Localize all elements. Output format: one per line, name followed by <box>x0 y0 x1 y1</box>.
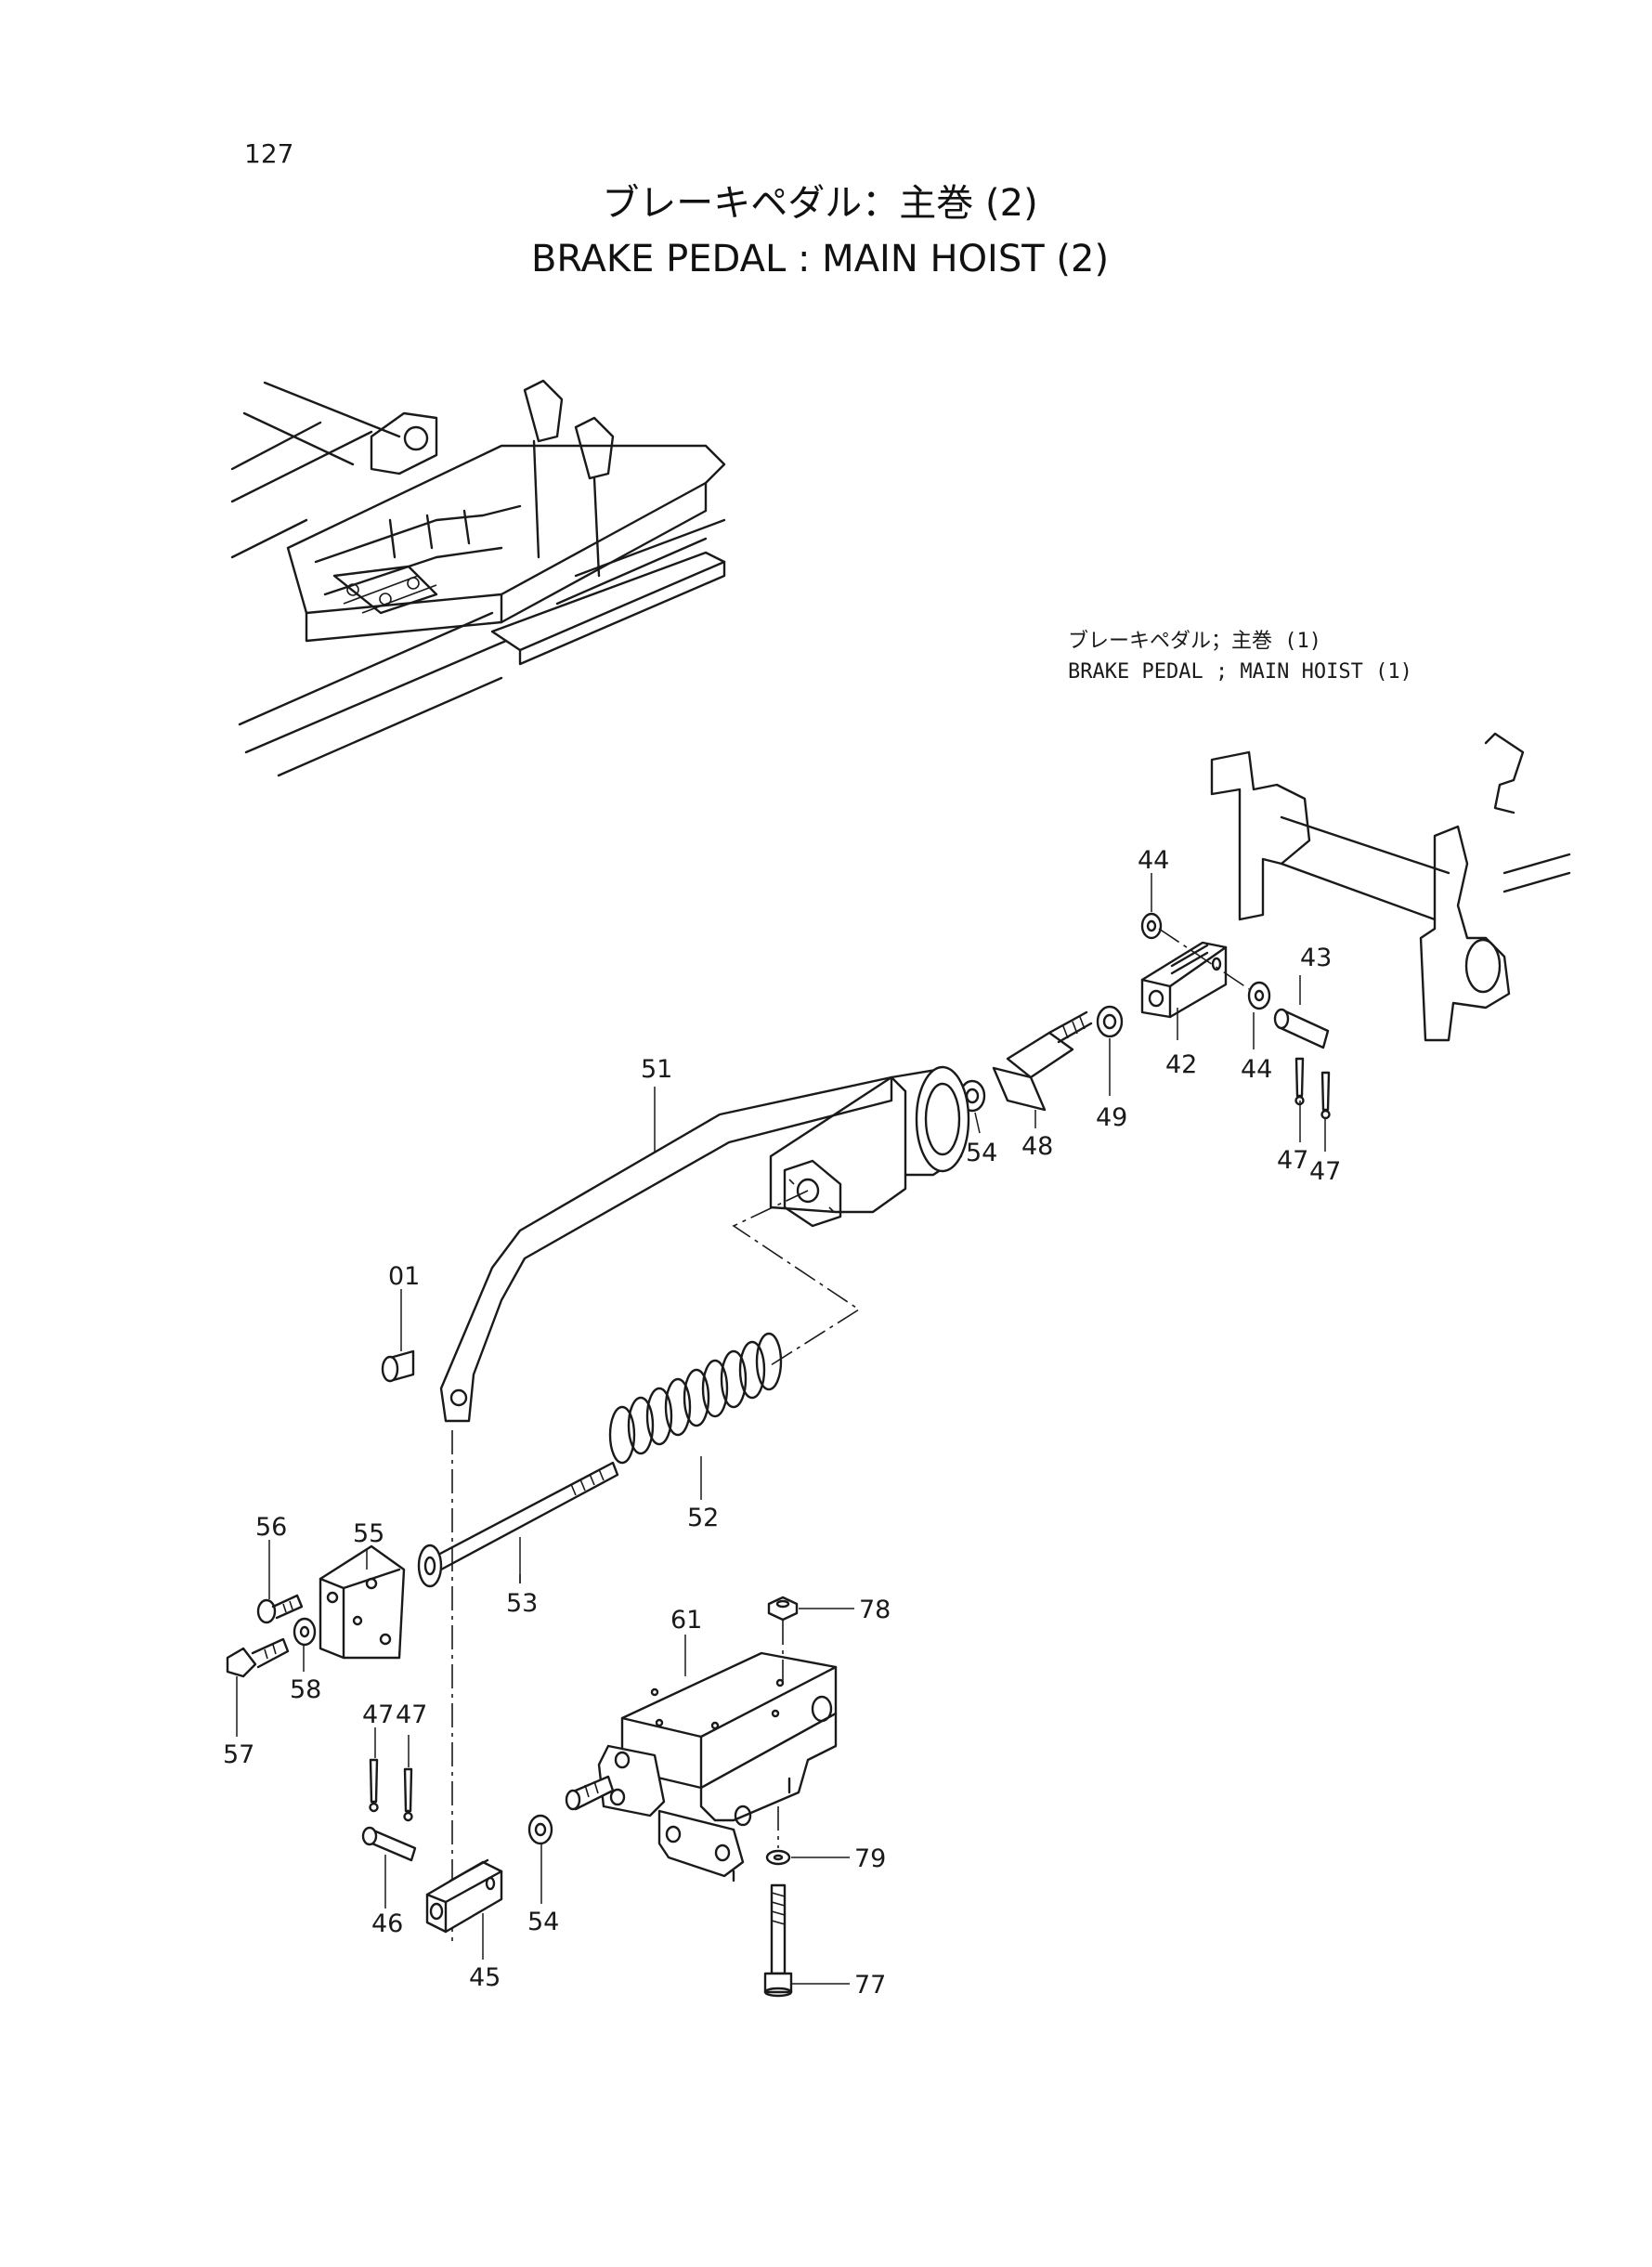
rod-end-48 <box>992 1010 1093 1112</box>
label-48: 48 <box>1021 1132 1053 1161</box>
part-labels: 44 43 42 44 47 47 49 48 54 51 01 52 55 5… <box>223 846 1341 2000</box>
label-43: 43 <box>1300 944 1332 972</box>
cotter-pins-47-left <box>369 1758 413 1822</box>
label-47-b: 47 <box>1309 1157 1341 1186</box>
pedal-lever-51 <box>439 1065 970 1423</box>
nut-78 <box>767 1596 799 1622</box>
label-78: 78 <box>859 1596 891 1624</box>
pin-43 <box>1273 1008 1330 1049</box>
clevis-45 <box>425 1858 503 1934</box>
label-53: 53 <box>506 1589 538 1618</box>
label-61: 61 <box>670 1606 702 1635</box>
bolt-57 <box>226 1637 290 1678</box>
reference-note-english: BRAKE PEDAL ; MAIN HOIST (1) <box>1068 660 1412 684</box>
spring-52 <box>608 1332 783 1465</box>
label-46: 46 <box>371 1909 403 1938</box>
label-45: 45 <box>469 1963 501 1992</box>
clevis-42 <box>1140 941 1228 1019</box>
label-51: 51 <box>641 1055 672 1084</box>
washer-58 <box>293 1617 317 1647</box>
label-54-upper: 54 <box>966 1139 997 1167</box>
label-47-c: 47 <box>362 1700 394 1729</box>
brake-valve-61 <box>565 1651 838 1883</box>
bolt-77 <box>763 1883 793 1998</box>
label-55: 55 <box>353 1519 384 1548</box>
title-japanese: ブレーキペダル：主巻 (2) <box>602 182 1037 225</box>
washer-79 <box>765 1849 791 1866</box>
label-44-upper: 44 <box>1138 846 1169 875</box>
leader-lines <box>236 873 1326 1985</box>
label-47-a: 47 <box>1277 1146 1308 1175</box>
label-47-d: 47 <box>396 1700 427 1729</box>
pin-46 <box>361 1826 417 1862</box>
bolt-56 <box>256 1594 304 1624</box>
label-58: 58 <box>290 1675 321 1704</box>
overview-inset-illustration <box>230 379 726 777</box>
bushing-01 <box>381 1349 415 1383</box>
label-57: 57 <box>223 1740 254 1769</box>
plate-55 <box>319 1544 406 1660</box>
title-english: BRAKE PEDAL : MAIN HOIST (2) <box>531 238 1109 280</box>
brake-pedal-assembly-1-fragment <box>1210 732 1571 1042</box>
reference-note-japanese: ブレーキペダル；主巻 (1) <box>1068 630 1321 653</box>
label-42: 42 <box>1165 1050 1197 1079</box>
nut-54-lower <box>527 1814 553 1845</box>
label-77: 77 <box>854 1971 886 2000</box>
label-01: 01 <box>388 1262 420 1291</box>
washer-44-upper <box>1140 912 1163 940</box>
label-52: 52 <box>687 1504 719 1532</box>
rod-53 <box>417 1461 619 1588</box>
label-49: 49 <box>1096 1103 1127 1132</box>
washer-44-lower <box>1247 981 1271 1010</box>
label-54-lower: 54 <box>527 1908 559 1936</box>
label-56: 56 <box>255 1513 287 1542</box>
label-44-lower: 44 <box>1241 1055 1272 1084</box>
label-79: 79 <box>854 1844 886 1873</box>
page-number: 127 <box>244 138 293 169</box>
nut-49 <box>1096 1005 1124 1038</box>
cotter-pins-47-right <box>1294 1057 1331 1120</box>
